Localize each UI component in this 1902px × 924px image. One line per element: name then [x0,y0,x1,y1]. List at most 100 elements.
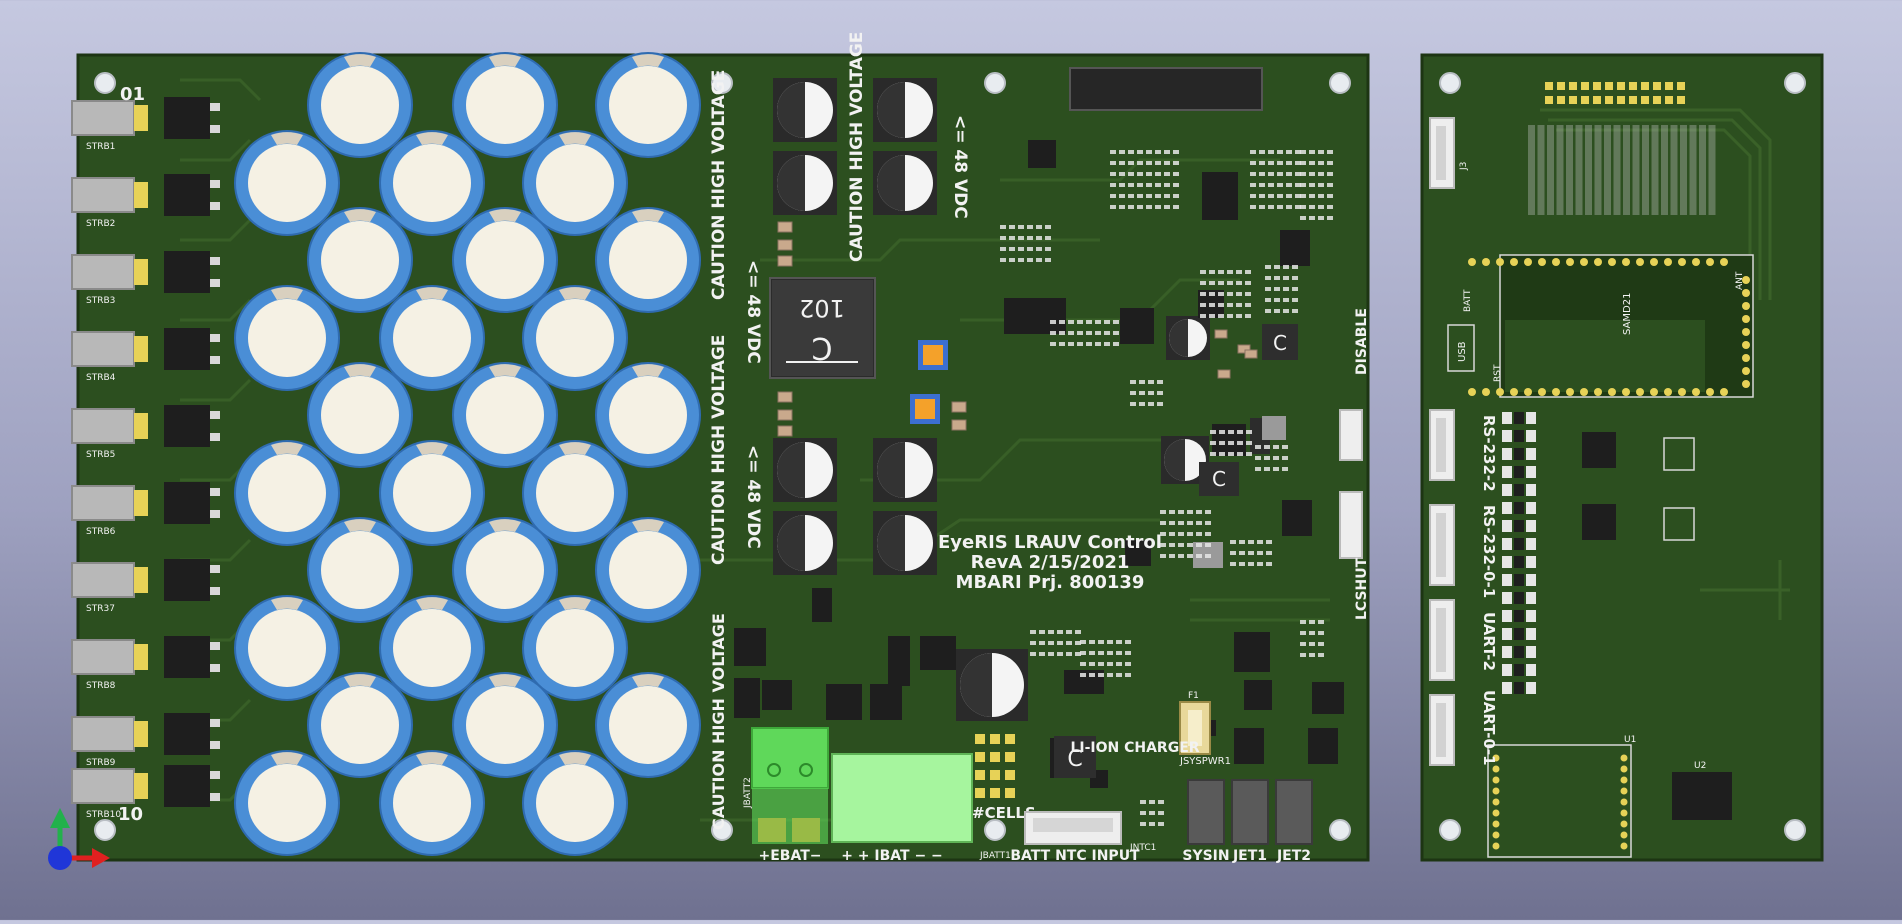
electrolytic-capacitor [379,130,485,236]
passive-column [1575,125,1583,215]
module-pad [1510,258,1518,266]
module-pad [1552,388,1560,396]
power-capacitors [773,78,1210,721]
header-pin [1569,96,1577,104]
channel-last-label: 10 [118,804,143,825]
smd-pair [1502,610,1512,622]
smd-pair [1526,466,1536,478]
smd-pair [1514,610,1524,622]
mosfet-lead [210,334,220,342]
strobe-connector[interactable] [71,100,135,136]
strobe-connector[interactable] [71,716,135,752]
jet1-label: JET1 [1232,848,1267,864]
batt-ntc-connector[interactable] [1024,811,1122,845]
header-pin [1605,82,1613,90]
mosfet-chip [164,405,210,447]
smd-pair [1502,448,1512,460]
module-pad [1538,258,1546,266]
cells-jumper-pads[interactable] [975,734,1015,798]
module-pad [1742,276,1750,284]
module-pad [1468,258,1476,266]
u1-pad [1492,787,1500,795]
u1-pad [1492,765,1500,773]
header-pin [1569,82,1577,90]
caution-text-top: CAUTION HIGH VOLTAGE [709,70,729,300]
caution-text-mid: CAUTION HIGH VOLTAGE [709,335,729,565]
connector-pad [134,336,148,362]
connector-pad [134,721,148,747]
strobe-connector[interactable] [71,768,135,804]
module-pad [1720,388,1728,396]
module-pad [1720,258,1728,266]
connector-pad [134,413,148,439]
strobe-channel-1: STRB1 [71,97,220,152]
u1-pad [1492,776,1500,784]
electrolytic-capacitor [522,440,628,546]
header-pin [1653,82,1661,90]
smd-pair [1514,574,1524,586]
jntc-ref: JNTC1 [1129,843,1156,853]
strobe-connector[interactable] [71,485,135,521]
electrolytic-capacitor [379,595,485,701]
passive-column [1594,125,1602,215]
samd21-label: SAMD21 [1622,293,1633,335]
terminal-block-jbatt1[interactable] [831,753,973,843]
electrolytic-capacitor [234,750,340,856]
smd-pair [1526,430,1536,442]
module-pad [1594,258,1602,266]
strobe-connector[interactable] [71,254,135,290]
connector-pad [134,105,148,131]
passive-column [1604,125,1611,215]
strobe-channel-column: STRB1STRB2STRB3STRB4STRB5STRB6STR37STRB8… [71,97,220,820]
white-side-connectors[interactable] [1339,409,1363,559]
smd-pair [1514,484,1524,496]
u1-pad [1492,820,1500,828]
electrolytic-capacitor [307,362,413,468]
mosfet-chip [164,482,210,524]
header-pin [1605,96,1613,104]
strobe-label: STRB3 [86,296,115,306]
lcshut-label: LCSHUT [1354,557,1370,620]
mosfet-chip [164,251,210,293]
board-title-line3: MBARI Prj. 800139 [956,572,1145,593]
power-connectors[interactable] [1187,779,1313,845]
svg-text:C: C [1273,331,1287,355]
passive-column [1661,125,1668,215]
orange-sensor-pads [910,340,948,424]
u1-pad [1620,831,1628,839]
module-pad [1580,388,1588,396]
ebat-label: +EBAT− [759,848,822,864]
smd-pair [1502,646,1512,658]
u1-pad [1620,809,1628,817]
u1-pad [1492,831,1500,839]
u1-pad [1492,842,1500,850]
strobe-connector[interactable] [71,177,135,213]
mosfet-lead [210,719,220,727]
strobe-channel-3: STRB3 [71,251,220,306]
header-pin [1545,82,1553,90]
terminal-block-jbatt2[interactable] [751,727,829,844]
mosfet-lead [210,433,220,441]
strobe-connector[interactable] [71,562,135,598]
electrolytic-capacitor [522,130,628,236]
mosfet-lead [210,510,220,518]
strobe-connector[interactable] [71,408,135,444]
smd-pair [1502,502,1512,514]
header-pin [1557,96,1565,104]
side-board-connectors[interactable] [1429,117,1455,766]
axis-gizmo[interactable] [48,808,110,870]
smd-pair [1526,646,1536,658]
module-pad [1742,341,1750,349]
strobe-connector[interactable] [71,639,135,675]
smd-pair [1514,682,1524,694]
mosfet-lead [210,279,220,287]
electrolytic-capacitor [452,517,558,623]
header-pin [1581,96,1589,104]
module-pad [1524,258,1532,266]
strobe-connector[interactable] [71,331,135,367]
mosfet-lead [210,741,220,749]
passive-column [1632,125,1640,215]
passive-column [1613,125,1621,215]
smd-pair [1514,538,1524,550]
